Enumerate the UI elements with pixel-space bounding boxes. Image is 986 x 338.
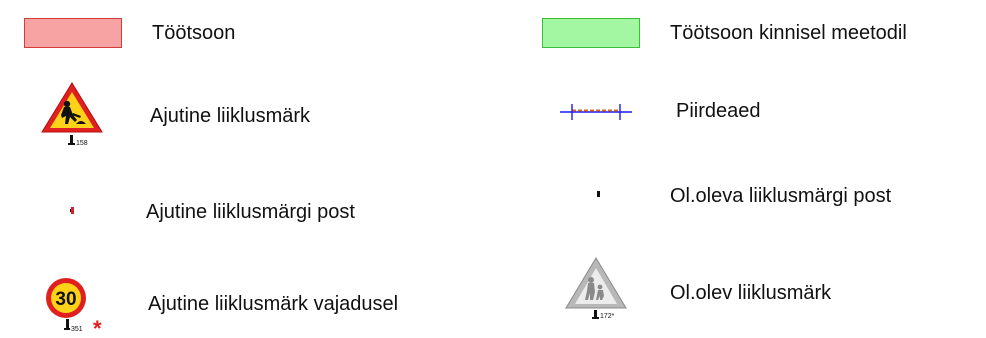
legend-label: Töötsoon [152, 22, 236, 44]
legend-label: Ol.oleva liiklusmärgi post [670, 185, 892, 207]
legend-label: Ol.olev liiklusmärk [670, 282, 832, 304]
legend-label: Töötsoon kinnisel meetodil [670, 22, 907, 44]
green-area-swatch-icon [542, 18, 640, 48]
speed-value: 30 [55, 289, 76, 310]
legend-label: Piirdeaed [676, 100, 761, 122]
asterisk-mark: * [93, 316, 102, 334]
sign-code: 172* [600, 313, 615, 320]
black-post-dot-icon [597, 191, 600, 197]
sign-code: 351 [71, 326, 83, 333]
red-post-dot-icon [70, 207, 74, 214]
legend-label: Ajutine liiklusmärk vajadusel [148, 293, 399, 315]
roadworks-warning-sign-icon: 158 [41, 82, 103, 147]
speed-limit-sign-icon: 30 351 * [46, 278, 102, 334]
sign-code: 158 [76, 140, 88, 147]
pedestrian-warning-sign-icon: 172* [565, 257, 627, 320]
barrier-fence-icon [560, 104, 632, 120]
red-area-swatch-icon [24, 18, 122, 48]
legend-label: Ajutine liiklusmärk [150, 105, 311, 127]
legend-label: Ajutine liiklusmärgi post [146, 201, 355, 223]
